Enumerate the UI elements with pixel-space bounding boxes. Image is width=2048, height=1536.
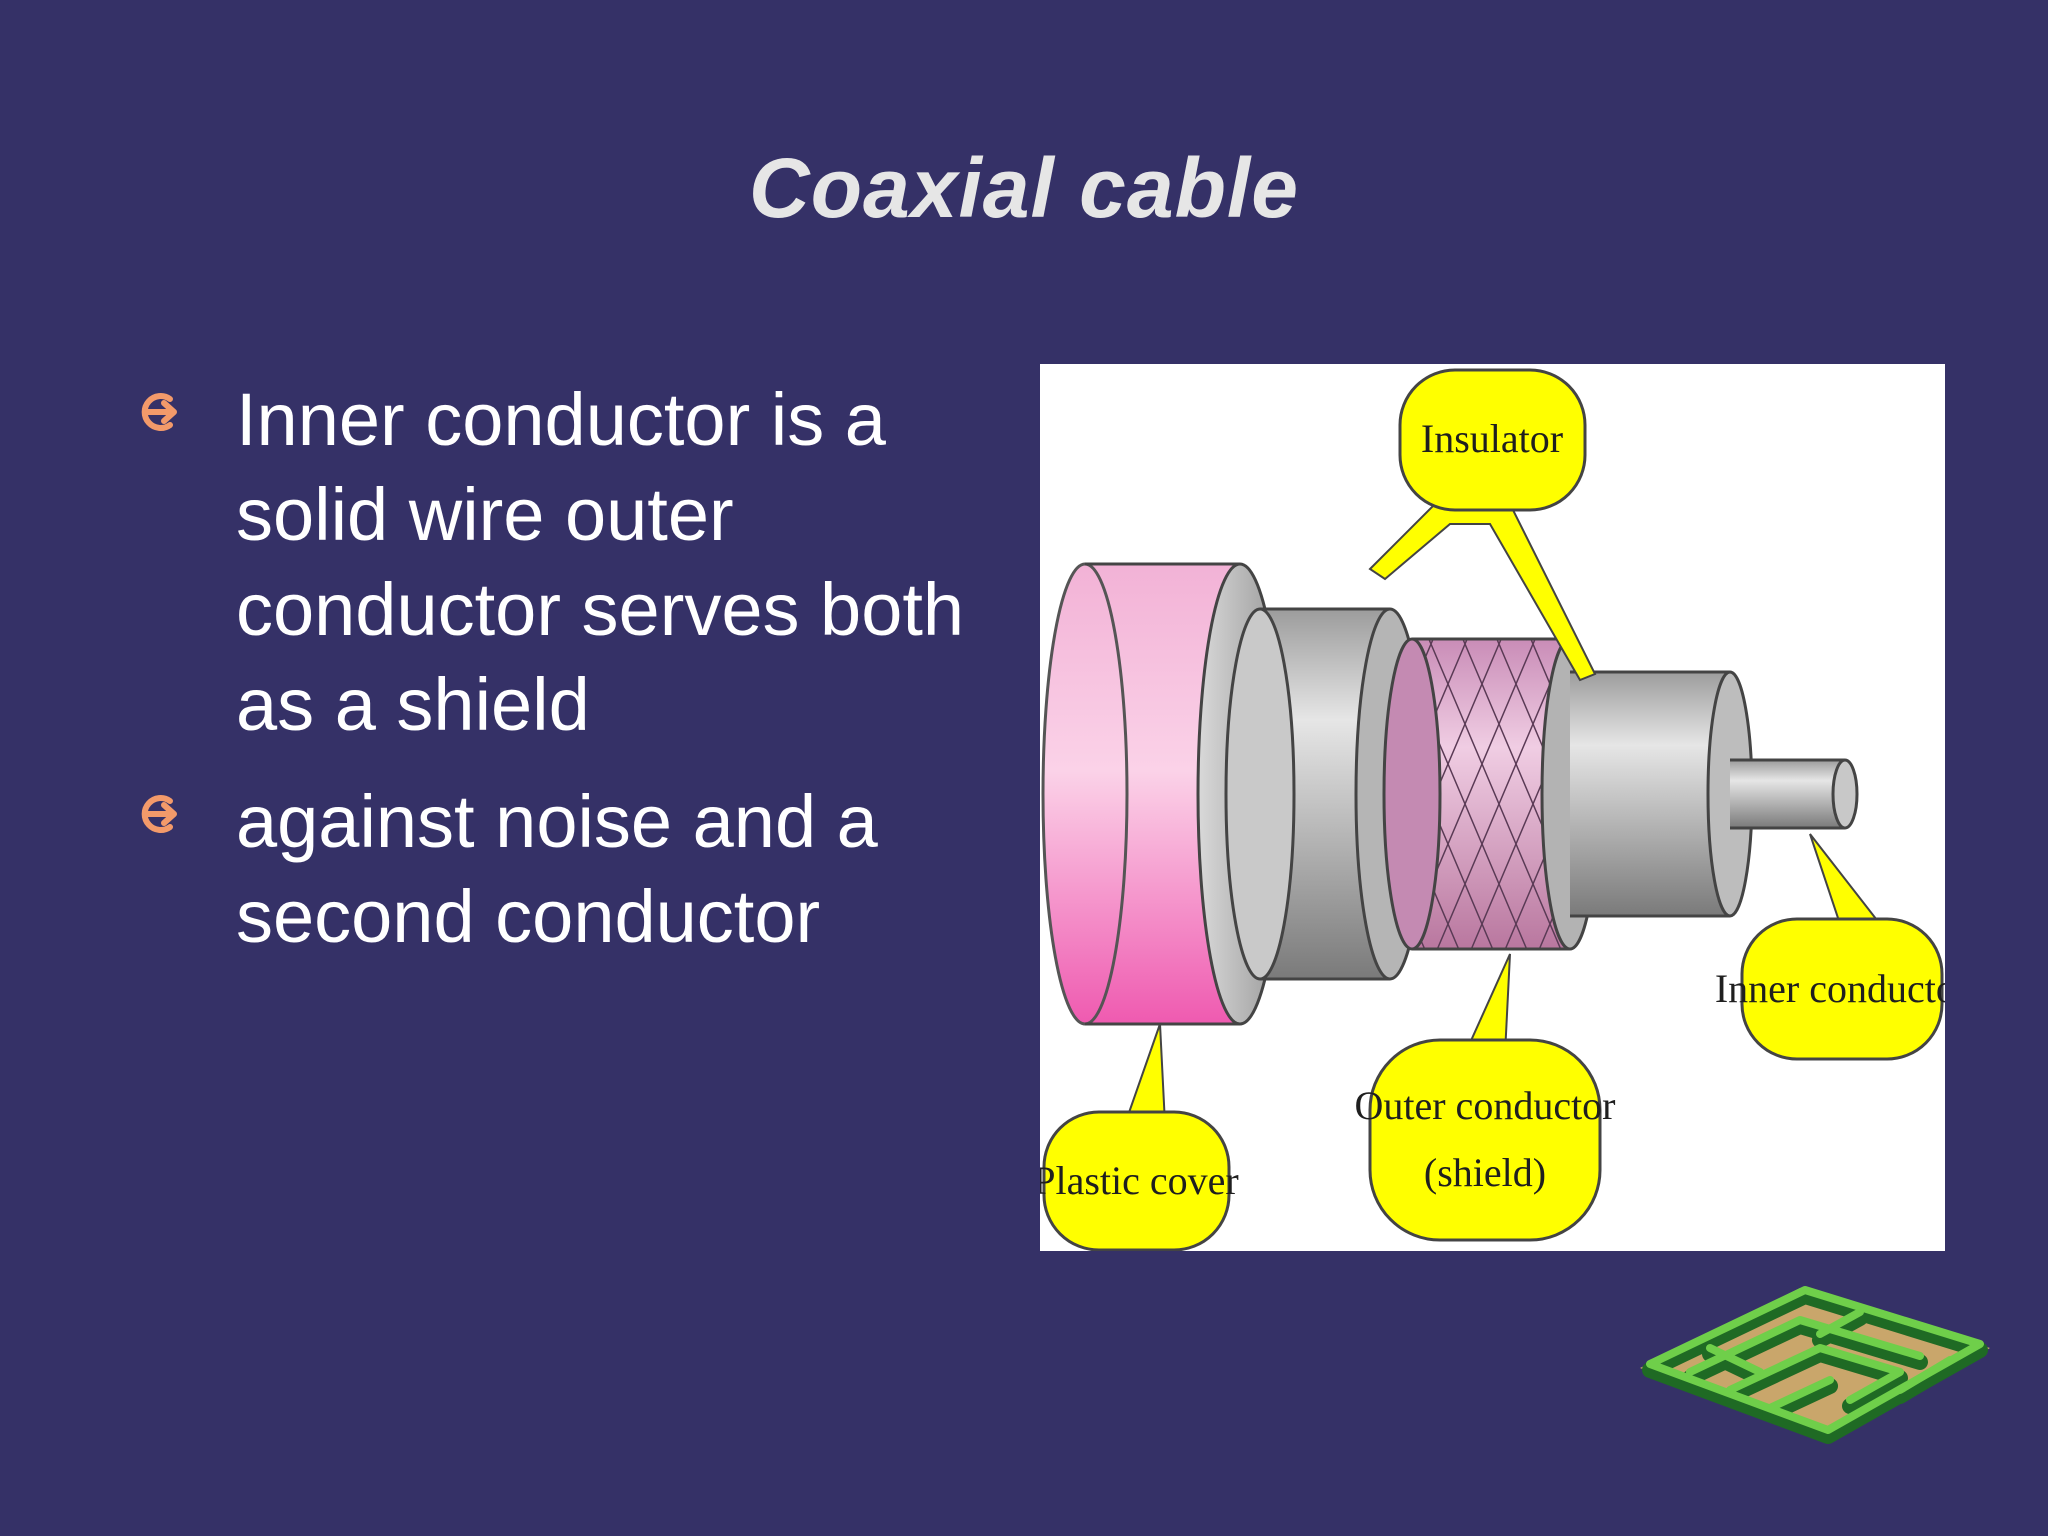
green-maze-icon — [1640, 1286, 1990, 1444]
bullet-item: against noise and a second conductor — [140, 774, 1000, 964]
circle-arrow-right-icon — [141, 795, 177, 833]
coaxial-cable-illustration: Insulator Plastic cover Outer conductor … — [1040, 368, 1945, 1251]
slide-title: Coaxial cable — [749, 141, 1299, 235]
shield-label: (shield) — [1424, 1150, 1546, 1195]
inner-conductor-label: Inner conductor — [1715, 966, 1945, 1011]
bullet-text: against noise and a second conductor — [236, 780, 878, 958]
bullet-list: Inner conductor is a solid wire outer co… — [140, 372, 1000, 986]
insulator-label: Insulator — [1421, 416, 1563, 461]
coaxial-cable-diagram: Insulator Plastic cover Outer conductor … — [1040, 364, 1945, 1251]
circle-arrow-right-icon — [141, 393, 177, 431]
plastic-cover-label: Plastic cover — [1040, 1158, 1239, 1203]
bullet-item: Inner conductor is a solid wire outer co… — [140, 372, 1000, 752]
bullet-text: Inner conductor is a solid wire outer co… — [236, 378, 965, 746]
outer-conductor-label: Outer conductor — [1354, 1083, 1615, 1128]
